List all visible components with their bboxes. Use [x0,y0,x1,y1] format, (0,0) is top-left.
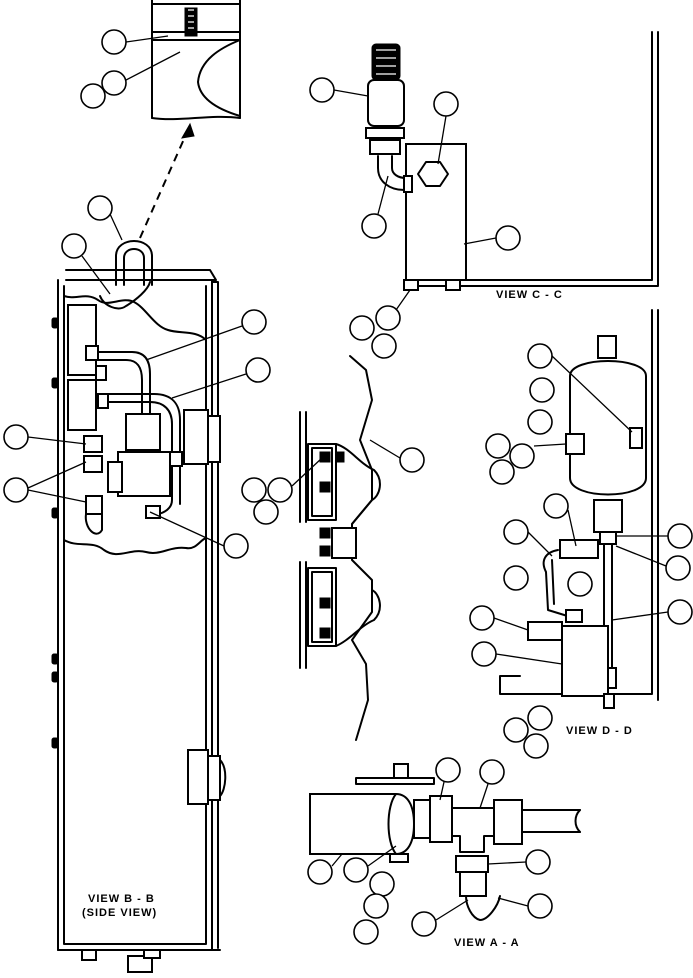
view-d-d-label: VIEW D - D [566,725,633,737]
callout-bubble [433,91,459,117]
view-b-b-sublabel: (SIDE VIEW) [82,907,157,919]
callout-bubble [503,519,529,545]
callout-bubble [80,83,106,109]
callout-bubble [361,213,387,239]
callout-bubble [527,409,553,435]
callout-bubble [253,499,279,525]
callout-bubble [353,919,379,945]
view-b-b-label: VIEW B - B [88,893,155,905]
callout-bubble [375,305,401,331]
callout-bubble [245,357,271,383]
callout-bubble [411,911,437,937]
callout-bubble [471,641,497,667]
callout-bubble [399,447,425,473]
view-d-d: VIEW D - D [469,309,693,759]
callout-bubble [241,477,267,503]
view-c-c-label: VIEW C - C [496,289,563,301]
arrow-head [181,122,195,139]
callout-bubble [527,893,553,919]
callout-bubble [495,225,521,251]
callout-bubble [307,859,333,885]
callout-bubble [567,571,593,597]
callout-bubble [371,333,397,359]
callout-bubble [3,424,29,450]
callout-bubble [61,233,87,259]
callout-bubble [525,849,551,875]
callout-bubble [101,29,127,55]
callout-bubble [223,533,249,559]
callout-bubble [369,871,395,897]
detail-reference-arrow [139,129,189,239]
callout-bubble [3,477,29,503]
callout-bubble [523,733,549,759]
side-studs [51,317,59,749]
callout-bubble [241,309,267,335]
view-c-c: VIEW C - C [309,31,659,359]
callout-bubble [509,443,535,469]
callout-bubble [489,459,515,485]
callout-bubble [267,477,293,503]
callout-bubble [101,70,127,96]
view-a-a: VIEW A - A [307,757,581,949]
view-a-a-label: VIEW A - A [454,937,520,949]
callout-bubble [479,759,505,785]
callout-bubble [503,565,529,591]
callout-bubble [309,77,335,103]
callout-bubble [543,493,569,519]
callout-bubble [469,605,495,631]
callout-bubble [667,599,693,625]
callout-bubble [527,705,553,731]
callout-bubble [87,195,113,221]
callout-bubble [667,523,693,549]
callout-bubble [485,433,511,459]
callout-bubble [349,315,375,341]
callout-bubble [529,377,555,403]
callout-bubble [435,757,461,783]
view-b-b-side-view: VIEW B - B (SIDE VIEW) [3,195,271,973]
callout-bubble [363,893,389,919]
callout-bubble [343,857,369,883]
detail-view-lifting-eye [80,0,241,121]
callout-bubble [503,717,529,743]
callout-bubble [527,343,553,369]
callout-bubble [665,555,691,581]
bracket-section [241,355,425,741]
